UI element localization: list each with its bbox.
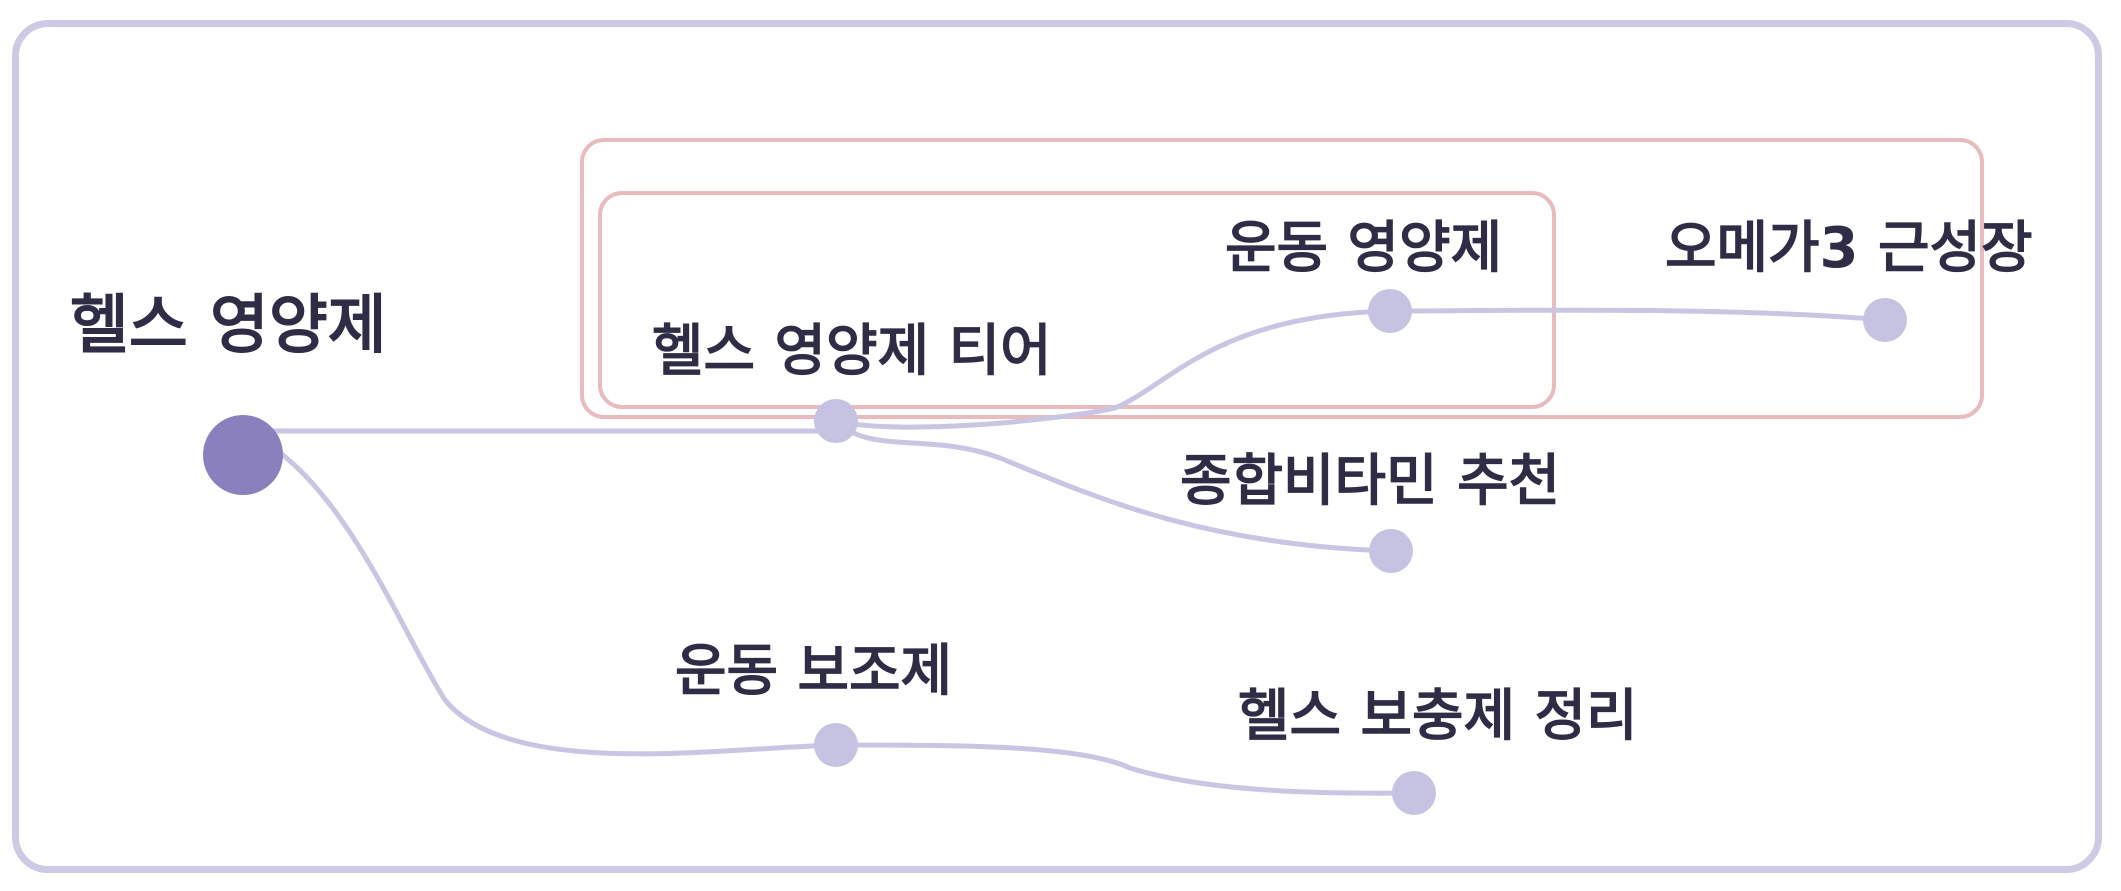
node-omega3-label: 오메가3 근성장	[1665, 216, 2033, 281]
edge-tier-sports-nutrition	[833, 308, 1393, 430]
highlight-box-inner	[598, 191, 1556, 409]
root-node[interactable]	[203, 415, 283, 495]
edge-root-sports-supplement	[240, 428, 839, 757]
node-tier-label: 헬스 영양제 티어	[652, 319, 1052, 384]
edge-sports-nutrition-omega3	[1387, 307, 1888, 323]
node-supplement-summary[interactable]	[1392, 771, 1436, 815]
node-sports-nutrition-label: 운동 영양제	[1225, 216, 1502, 281]
edge-sports-supplement-summary	[833, 742, 1417, 796]
mindmap-frame	[12, 20, 2102, 873]
node-multivitamin-label: 종합비타민 추천	[1180, 449, 1560, 514]
node-sports-supplement[interactable]	[814, 723, 858, 767]
node-sports-nutrition[interactable]	[1368, 289, 1412, 333]
edge-tier-multivitamin	[833, 418, 1394, 554]
node-sports-supplement-label: 운동 보조제	[675, 639, 952, 704]
node-multivitamin[interactable]	[1369, 529, 1413, 573]
highlight-box-outer	[580, 138, 1984, 419]
node-omega3[interactable]	[1863, 298, 1907, 342]
node-tier[interactable]	[814, 399, 858, 443]
root-label: 헬스 영양제	[70, 289, 387, 363]
node-supplement-summary-label: 헬스 보충제 정리	[1238, 684, 1638, 749]
